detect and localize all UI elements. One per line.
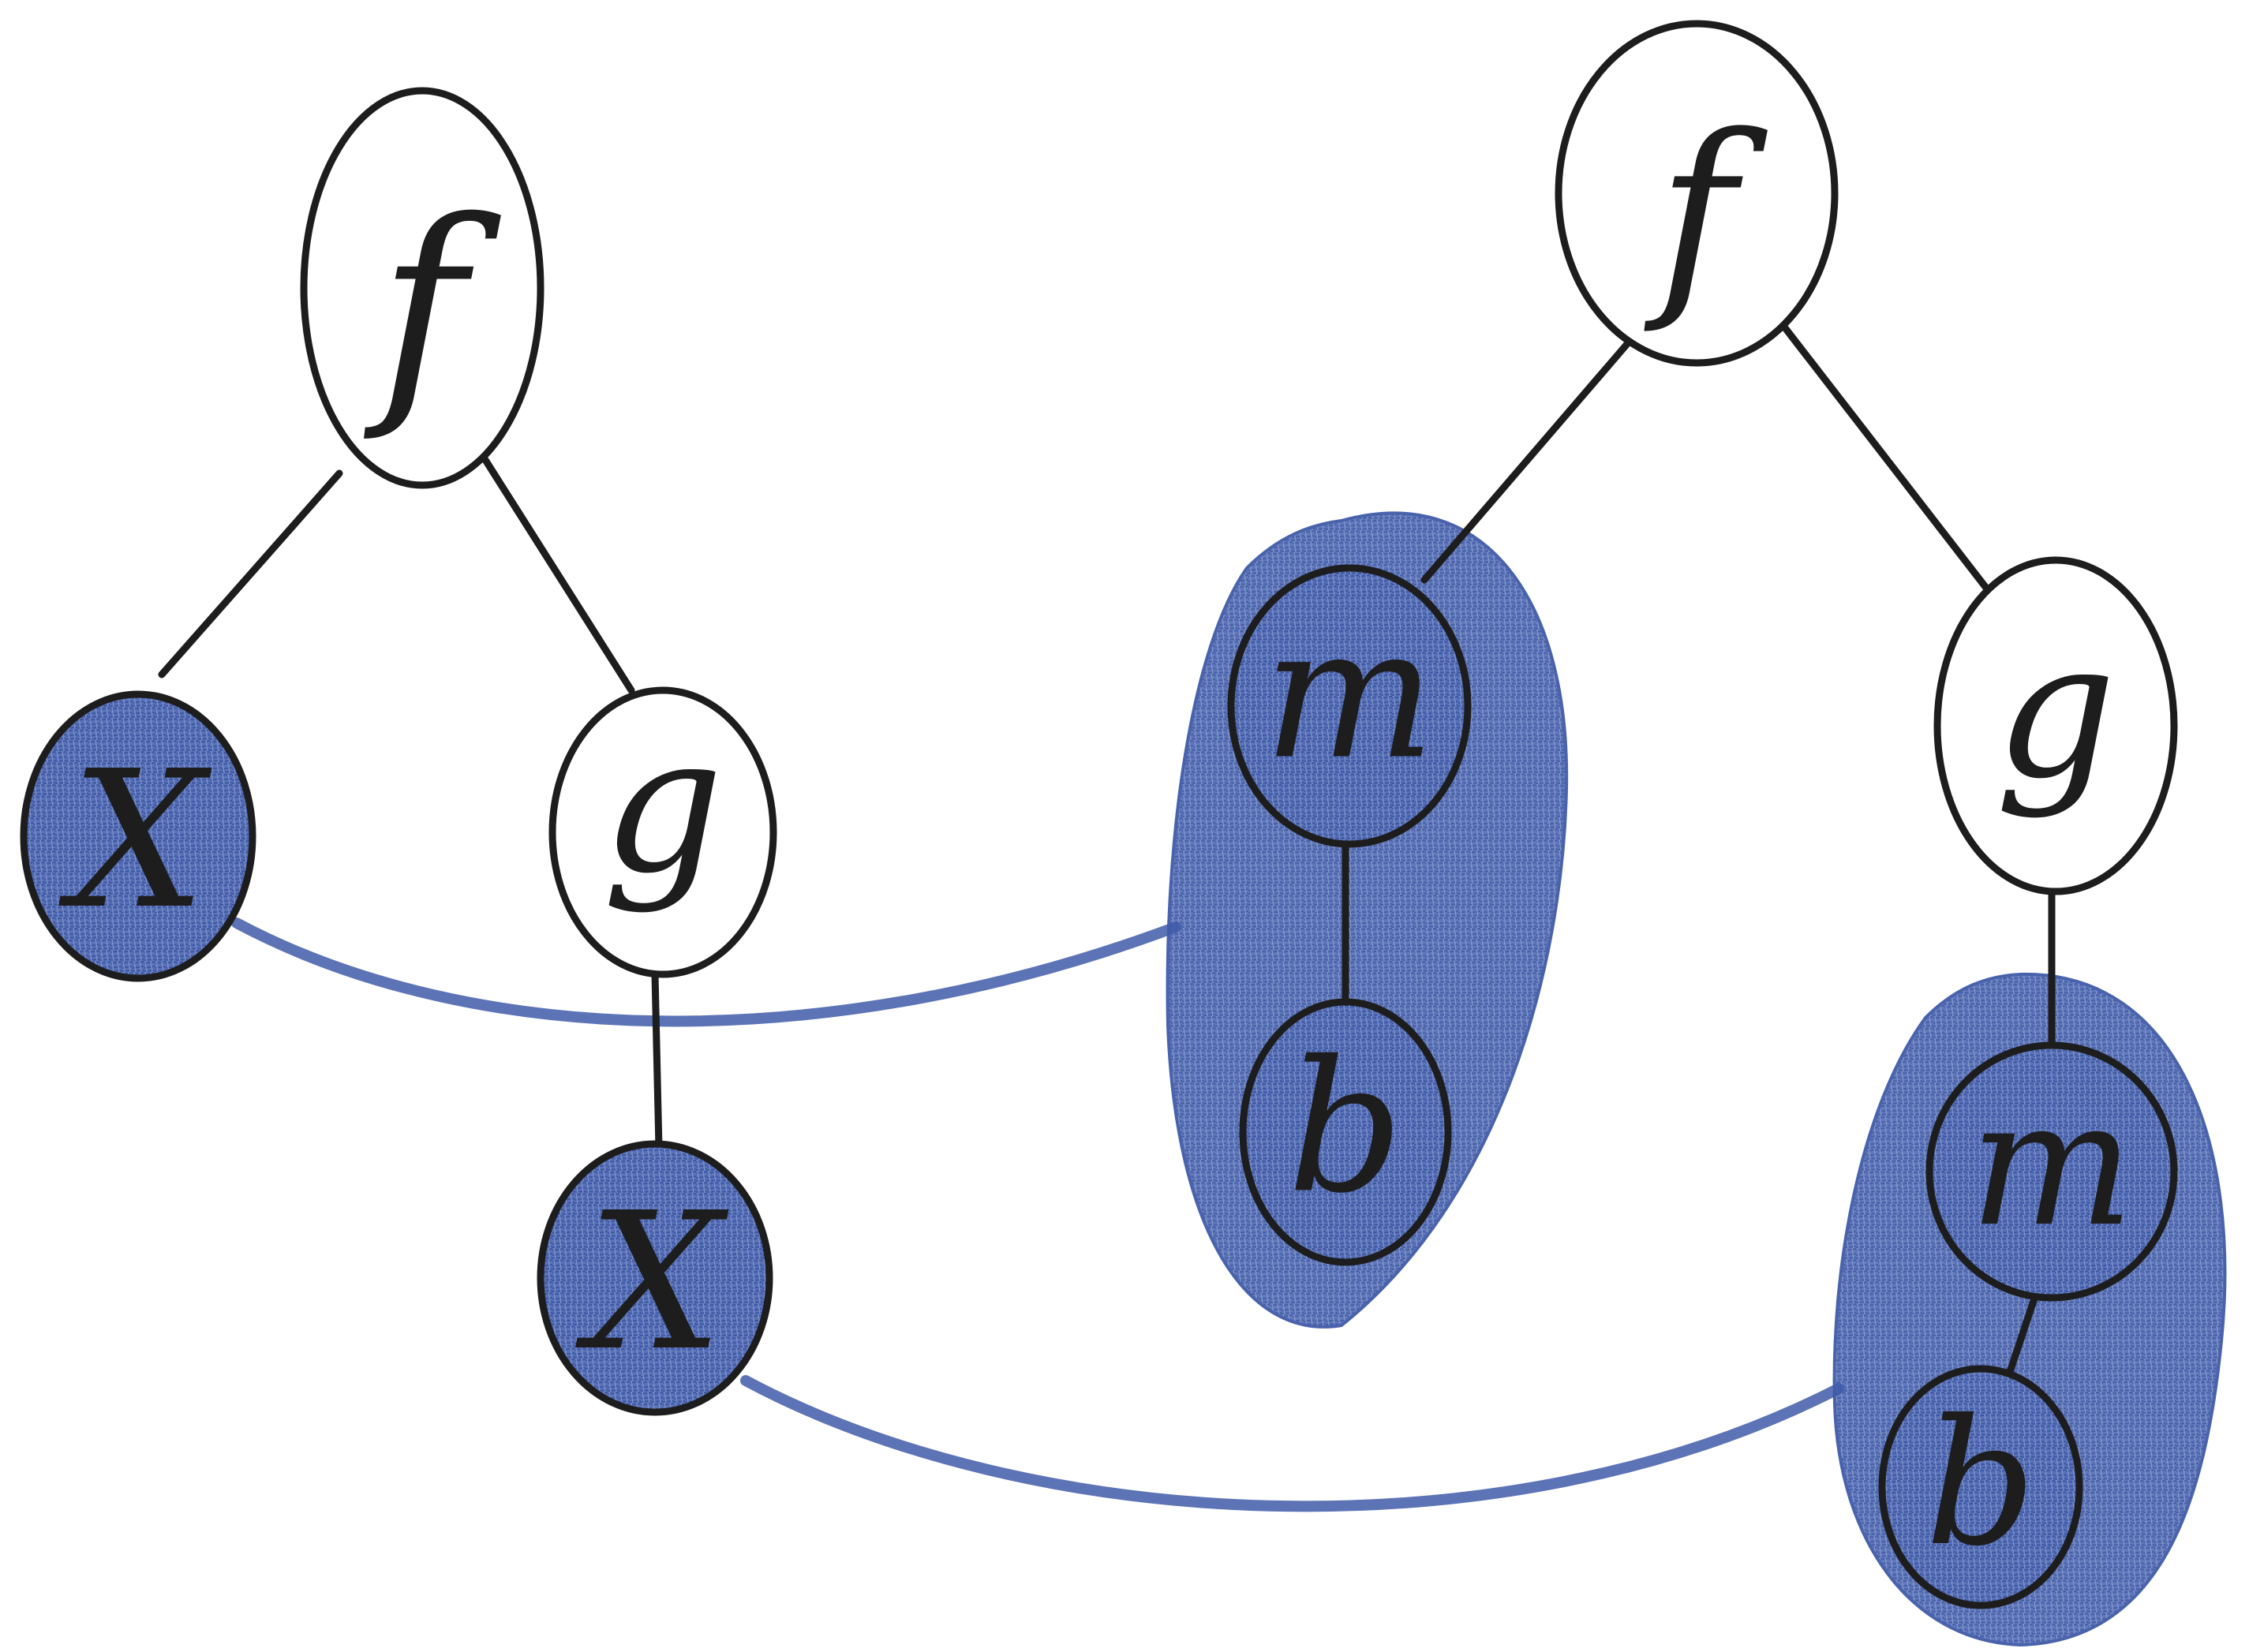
node-right-b-lower: b [1878, 1365, 2083, 1609]
edge-right-m-to-b-lower [2004, 1290, 2040, 1381]
node-right-g: g [1933, 556, 2178, 895]
node-right-m-lower: m [1925, 1041, 2178, 1302]
node-right-m-upper: m [1227, 564, 1472, 848]
label-left-x: X [58, 730, 212, 951]
node-left-g: g [548, 686, 777, 978]
node-left-x-child: X [537, 1140, 773, 1416]
edge-left-f-to-g [477, 450, 635, 694]
label-right-g: g [1995, 600, 2116, 820]
node-right-f-root: f [1555, 20, 1839, 367]
node-right-b-upper: b [1239, 998, 1452, 1266]
label-right-b-upper: b [1287, 1023, 1403, 1234]
label-left-g: g [602, 694, 724, 915]
link-x-to-lower-mb [740, 1375, 1844, 1512]
label-right-b-lower: b [1925, 1382, 2037, 1584]
node-left-f-root: f [300, 87, 544, 489]
label-right-m-upper: m [1263, 589, 1435, 800]
node-left-x-leaf: X [20, 690, 256, 982]
edge-right-f-to-g [1772, 312, 2008, 615]
label-left-x-child: X [575, 1172, 729, 1392]
edge-left-g-to-x [651, 970, 663, 1152]
label-right-m-lower: m [1970, 1063, 2135, 1265]
edge-left-f-to-x [158, 469, 343, 678]
link-x-to-upper-mb [231, 918, 1181, 1027]
edge-right-f-to-m [1420, 323, 1645, 584]
